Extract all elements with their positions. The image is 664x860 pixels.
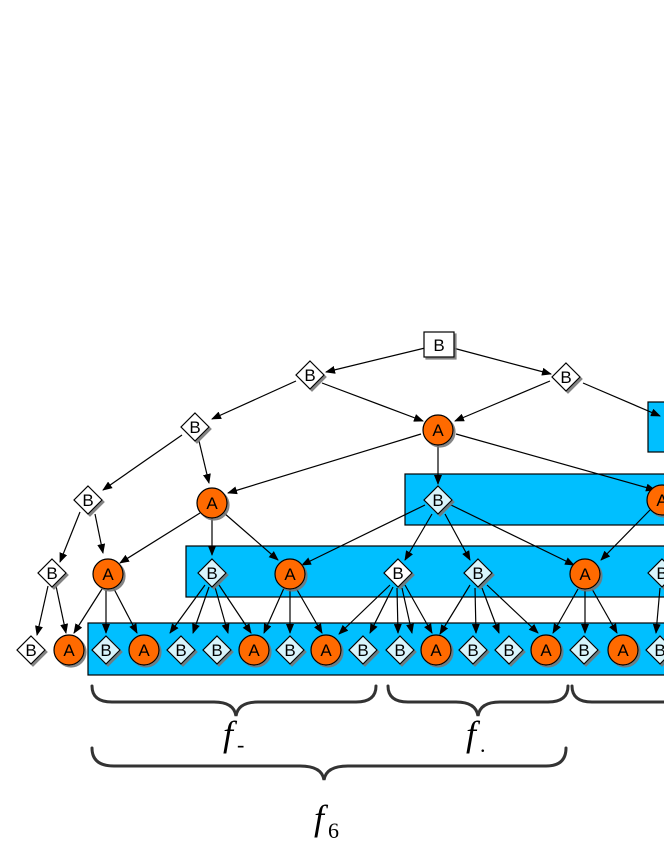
diamond-node-b4: B [73,485,103,515]
leaf-node-17-label: B [654,641,664,660]
leaf-node-11-label: A [430,641,442,660]
circle-node-a4: A [92,558,124,590]
leaf-node-14: A [530,634,562,666]
middle-brace-subscript: . [480,732,486,757]
leaf-node-17: B [645,635,664,665]
leaf-node-10-label: B [394,641,405,660]
leaf-node-13: B [494,635,524,665]
leaf-node-8-label: A [320,641,332,660]
leaf-node-3: A [128,634,160,666]
bottom-brace-subscript: 6 [328,818,339,843]
diamond-node-b8-label: B [392,564,403,583]
circle-node-a2: A [196,487,228,519]
bottom-brace-label: f [314,798,329,838]
left-brace-subscript: - [237,732,244,757]
leaf-node-11: A [420,634,452,666]
root-node-label: B [433,336,444,355]
leaf-node-16: A [607,634,639,666]
diamond-node-b2-label: B [560,368,571,387]
brace-left [90,684,378,717]
middle-brace-label: f [466,714,481,754]
left-brace-label: f [223,714,238,754]
leaf-node-12-label: B [467,641,478,660]
leaf-node-8: A [310,634,342,666]
leaf-node-1-label: A [63,641,75,660]
tree-nodes: B [423,331,455,358]
leaf-node-9: B [348,635,378,665]
leaf-node-15: B [569,635,599,665]
leaf-node-0: B [16,635,46,665]
brace-labels: f - f . f 6 [223,714,486,843]
diamond-nodes: B B B B B B B B B B [37,360,664,588]
leaf-node-4-label: B [175,641,186,660]
circle-node-a6-label: A [579,565,591,584]
leaf-node-6: A [238,634,270,666]
leaf-node-7-label: B [284,641,295,660]
band-top-right [647,401,664,453]
highlight-boxes [87,401,664,676]
circle-node-a2-label: A [206,494,218,513]
brace-right [570,684,664,704]
leaf-node-7: B [275,635,305,665]
circle-node-a6: A [569,558,601,590]
diamond-node-b3-label: B [189,418,200,437]
tree-edges [35,347,661,636]
circle-node-a5-label: A [284,565,296,584]
diamond-node-b7: B [197,558,227,588]
leaf-node-10: B [385,635,415,665]
circle-nodes: A A A A A A [92,414,664,590]
leaf-node-1: A [53,634,85,666]
leaf-node-6-label: A [248,641,260,660]
diamond-node-b2: B [551,362,581,392]
circle-node-a4-label: A [102,565,114,584]
diamond-node-b10-label: B [656,564,664,583]
diamond-node-b6-label: B [46,564,57,583]
leaf-node-2: B [91,635,121,665]
circle-node-a3-label: A [656,491,664,510]
leaf-node-5: B [202,635,232,665]
root-node [423,331,455,358]
diamond-node-b6: B [37,558,67,588]
diamond-node-b7-label: B [206,564,217,583]
circle-node-a1-label: A [432,421,444,440]
diamond-node-b5: B [423,485,453,515]
diamond-node-b4-label: B [82,491,93,510]
leaf-node-16-label: A [617,641,629,660]
diamond-node-b1-label: B [304,366,315,385]
brace-middle [386,684,570,717]
leaf-node-13-label: B [503,641,514,660]
diamond-node-b5-label: B [432,491,443,510]
leaf-node-2-label: B [100,641,111,660]
leaf-node-14-label: A [540,641,552,660]
circle-node-a5: A [274,558,306,590]
leaf-node-3-label: A [138,641,150,660]
circle-node-a3: A [646,484,664,516]
diamond-node-b9: B [463,558,493,588]
diamond-node-b1: B [295,360,325,390]
leaf-node-9-label: B [357,641,368,660]
leaf-node-12: B [458,635,488,665]
circle-node-a1: A [422,414,454,446]
braces [90,684,664,781]
leaf-node-4: B [166,635,196,665]
leaf-node-15-label: B [578,641,589,660]
leaf-node-0-label: B [25,641,36,660]
brace-bottom [90,746,568,781]
diamond-node-b3: B [180,412,210,442]
diamond-node-b10: B [647,558,664,588]
diamond-node-b8: B [383,558,413,588]
diamond-node-b9-label: B [472,564,483,583]
leaf-node-5-label: B [211,641,222,660]
